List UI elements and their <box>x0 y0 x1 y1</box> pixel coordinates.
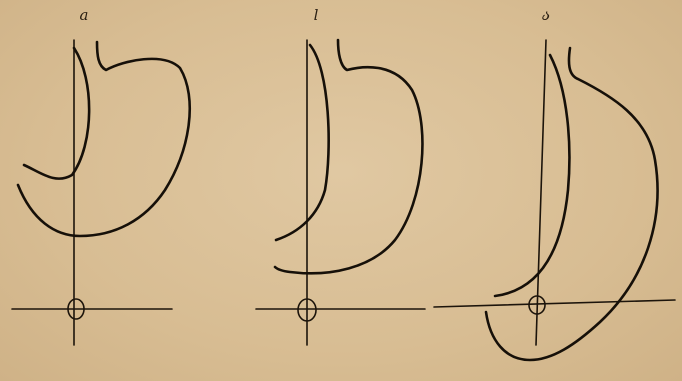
figure-c-label: ა <box>542 6 550 24</box>
figure-c: ა <box>434 6 675 360</box>
figure-a-stomach-outer-contour <box>18 42 190 236</box>
figure-c-vertical-axis <box>536 40 546 345</box>
figure-a-stomach-inner-contour <box>24 48 89 179</box>
figure-c-stomach-outer-contour <box>486 48 658 360</box>
figure-b: l <box>256 6 425 345</box>
figure-a: a <box>12 6 190 345</box>
figure-b-label: l <box>314 6 319 24</box>
figure-b-stomach-inner-contour <box>276 45 329 240</box>
figure-b-stomach-outer-contour <box>275 40 422 273</box>
figure-c-stomach-inner-contour <box>495 55 569 296</box>
figure-c-horizontal-axis <box>434 300 675 307</box>
figure-a-label: a <box>80 6 89 24</box>
